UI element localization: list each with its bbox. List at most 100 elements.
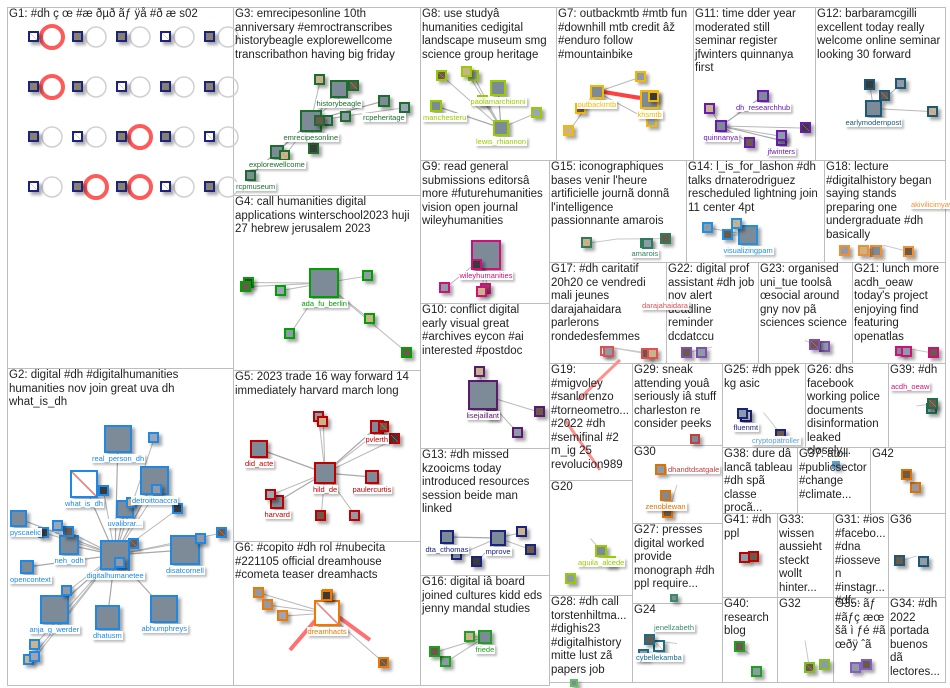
user-node-outbackmtb[interactable]: [590, 85, 604, 99]
user-node-dhatusm[interactable]: [95, 605, 120, 630]
user-avatar-node[interactable]: [204, 81, 215, 92]
user-avatar-node[interactable]: [731, 217, 742, 229]
user-avatar-node[interactable]: [918, 555, 930, 567]
user-avatar-node[interactable]: [261, 598, 273, 610]
user-avatar-node[interactable]: [315, 509, 327, 521]
user-avatar-node[interactable]: [320, 590, 332, 602]
user-avatar-node[interactable]: [195, 533, 207, 545]
user-avatar-node[interactable]: [471, 555, 483, 567]
user-node-mprove[interactable]: [490, 530, 506, 546]
user-node-torstenhiltmann[interactable]: [570, 679, 578, 687]
user-node-earlymodernpost[interactable]: [865, 100, 882, 117]
user-avatar-node[interactable]: [863, 78, 875, 90]
user-avatar-node[interactable]: [160, 31, 171, 42]
user-avatar-node[interactable]: [264, 489, 276, 501]
user-avatar-node[interactable]: [471, 259, 483, 271]
user-node-abhumphreys[interactable]: [150, 595, 178, 623]
user-node-dreamhacts[interactable]: [314, 600, 340, 626]
user-avatar-node[interactable]: [28, 131, 39, 142]
user-avatar-node[interactable]: [473, 365, 485, 377]
user-avatar-node[interactable]: [646, 347, 658, 359]
user-avatar-node[interactable]: [696, 347, 708, 359]
user-avatar-node[interactable]: [116, 181, 127, 192]
user-node-manchesteru[interactable]: [430, 100, 442, 112]
user-avatar-node[interactable]: [524, 543, 536, 555]
user-avatar-node[interactable]: [240, 280, 252, 292]
user-avatar-node[interactable]: [63, 526, 75, 538]
user-avatar-node[interactable]: [655, 464, 667, 476]
user-node-historybeagle[interactable]: [330, 80, 348, 98]
user-avatar-node[interactable]: [818, 658, 830, 670]
user-avatar-node[interactable]: [747, 551, 759, 563]
user-avatar-node[interactable]: [602, 346, 614, 358]
user-avatar-node[interactable]: [339, 110, 351, 122]
user-node-real-person-dh[interactable]: [104, 425, 132, 453]
user-node-neh-odh[interactable]: [59, 535, 79, 555]
user-avatar-node[interactable]: [114, 556, 126, 568]
user-node-jenellzabeth[interactable]: [670, 594, 678, 602]
user-node-ada-fu-berlin[interactable]: [309, 268, 339, 298]
user-avatar-node[interactable]: [660, 232, 672, 244]
user-node-dh-researchhub[interactable]: [757, 90, 769, 102]
user-avatar-node[interactable]: [704, 102, 716, 114]
user-node-visualizingpam[interactable]: [738, 225, 758, 245]
user-avatar-node[interactable]: [29, 650, 41, 662]
user-avatar-node[interactable]: [533, 406, 545, 418]
user-avatar-node[interactable]: [838, 244, 850, 256]
user-node-lisejaillant[interactable]: [468, 380, 498, 410]
user-avatar-node[interactable]: [284, 327, 296, 339]
user-avatar-node[interactable]: [439, 656, 451, 668]
user-avatar-node[interactable]: [901, 469, 913, 481]
user-avatar-node[interactable]: [879, 89, 891, 101]
user-avatar-node[interactable]: [894, 555, 905, 567]
user-avatar-node[interactable]: [29, 638, 41, 650]
user-avatar-node[interactable]: [744, 137, 756, 149]
user-avatar-node[interactable]: [849, 662, 861, 673]
user-avatar-node[interactable]: [314, 114, 326, 126]
user-avatar-node[interactable]: [928, 347, 940, 359]
user-avatar-node[interactable]: [363, 313, 375, 325]
user-node-friede[interactable]: [478, 630, 492, 644]
user-avatar-node[interactable]: [516, 526, 528, 538]
user-avatar-node[interactable]: [252, 586, 264, 598]
user-avatar-node[interactable]: [562, 125, 574, 137]
user-node-disatcornell[interactable]: [170, 535, 200, 565]
user-node-pyscaelic[interactable]: [10, 510, 27, 527]
user-avatar-node[interactable]: [531, 106, 543, 118]
user-node-dhandtdsatgale[interactable]: [690, 434, 700, 444]
user-avatar-node[interactable]: [28, 81, 39, 92]
user-avatar-node[interactable]: [641, 238, 653, 250]
user-avatar-node[interactable]: [775, 130, 787, 142]
user-node-dta-cthomas[interactable]: [440, 530, 454, 544]
user-avatar-node[interactable]: [28, 31, 39, 42]
user-node-paolamarchionni[interactable]: [490, 80, 506, 96]
user-avatar-node[interactable]: [307, 142, 319, 154]
user-avatar-node[interactable]: [648, 91, 660, 103]
user-avatar-node[interactable]: [349, 509, 361, 521]
user-avatar-node[interactable]: [388, 433, 400, 445]
user-avatar-node[interactable]: [28, 181, 39, 192]
user-avatar-node[interactable]: [151, 484, 163, 496]
user-avatar-node[interactable]: [51, 520, 63, 532]
user-node-quinnanya[interactable]: [715, 120, 727, 132]
user-avatar-node[interactable]: [463, 630, 475, 642]
user-avatar-node[interactable]: [400, 346, 412, 358]
user-node-cybellekamba[interactable]: [653, 640, 665, 652]
user-avatar-node[interactable]: [644, 634, 656, 646]
user-node-zenoblewan[interactable]: [660, 490, 671, 501]
user-avatar-node[interactable]: [861, 658, 873, 670]
user-avatar-node[interactable]: [435, 69, 447, 81]
user-avatar-node[interactable]: [909, 482, 921, 494]
user-avatar-node[interactable]: [800, 122, 812, 134]
user-avatar-node[interactable]: [809, 338, 821, 350]
user-avatar-node[interactable]: [736, 407, 748, 419]
user-node-anja-g-werder[interactable]: [40, 595, 69, 624]
user-node-hild-de[interactable]: [314, 462, 336, 484]
user-avatar-node[interactable]: [857, 245, 869, 257]
user-avatar-node[interactable]: [900, 346, 912, 358]
user-avatar-node[interactable]: [721, 229, 733, 241]
user-node-lewis-rhiannon[interactable]: [493, 120, 509, 136]
user-avatar-node[interactable]: [362, 269, 374, 281]
user-avatar-node[interactable]: [818, 340, 830, 352]
user-avatar-node[interactable]: [160, 81, 171, 92]
